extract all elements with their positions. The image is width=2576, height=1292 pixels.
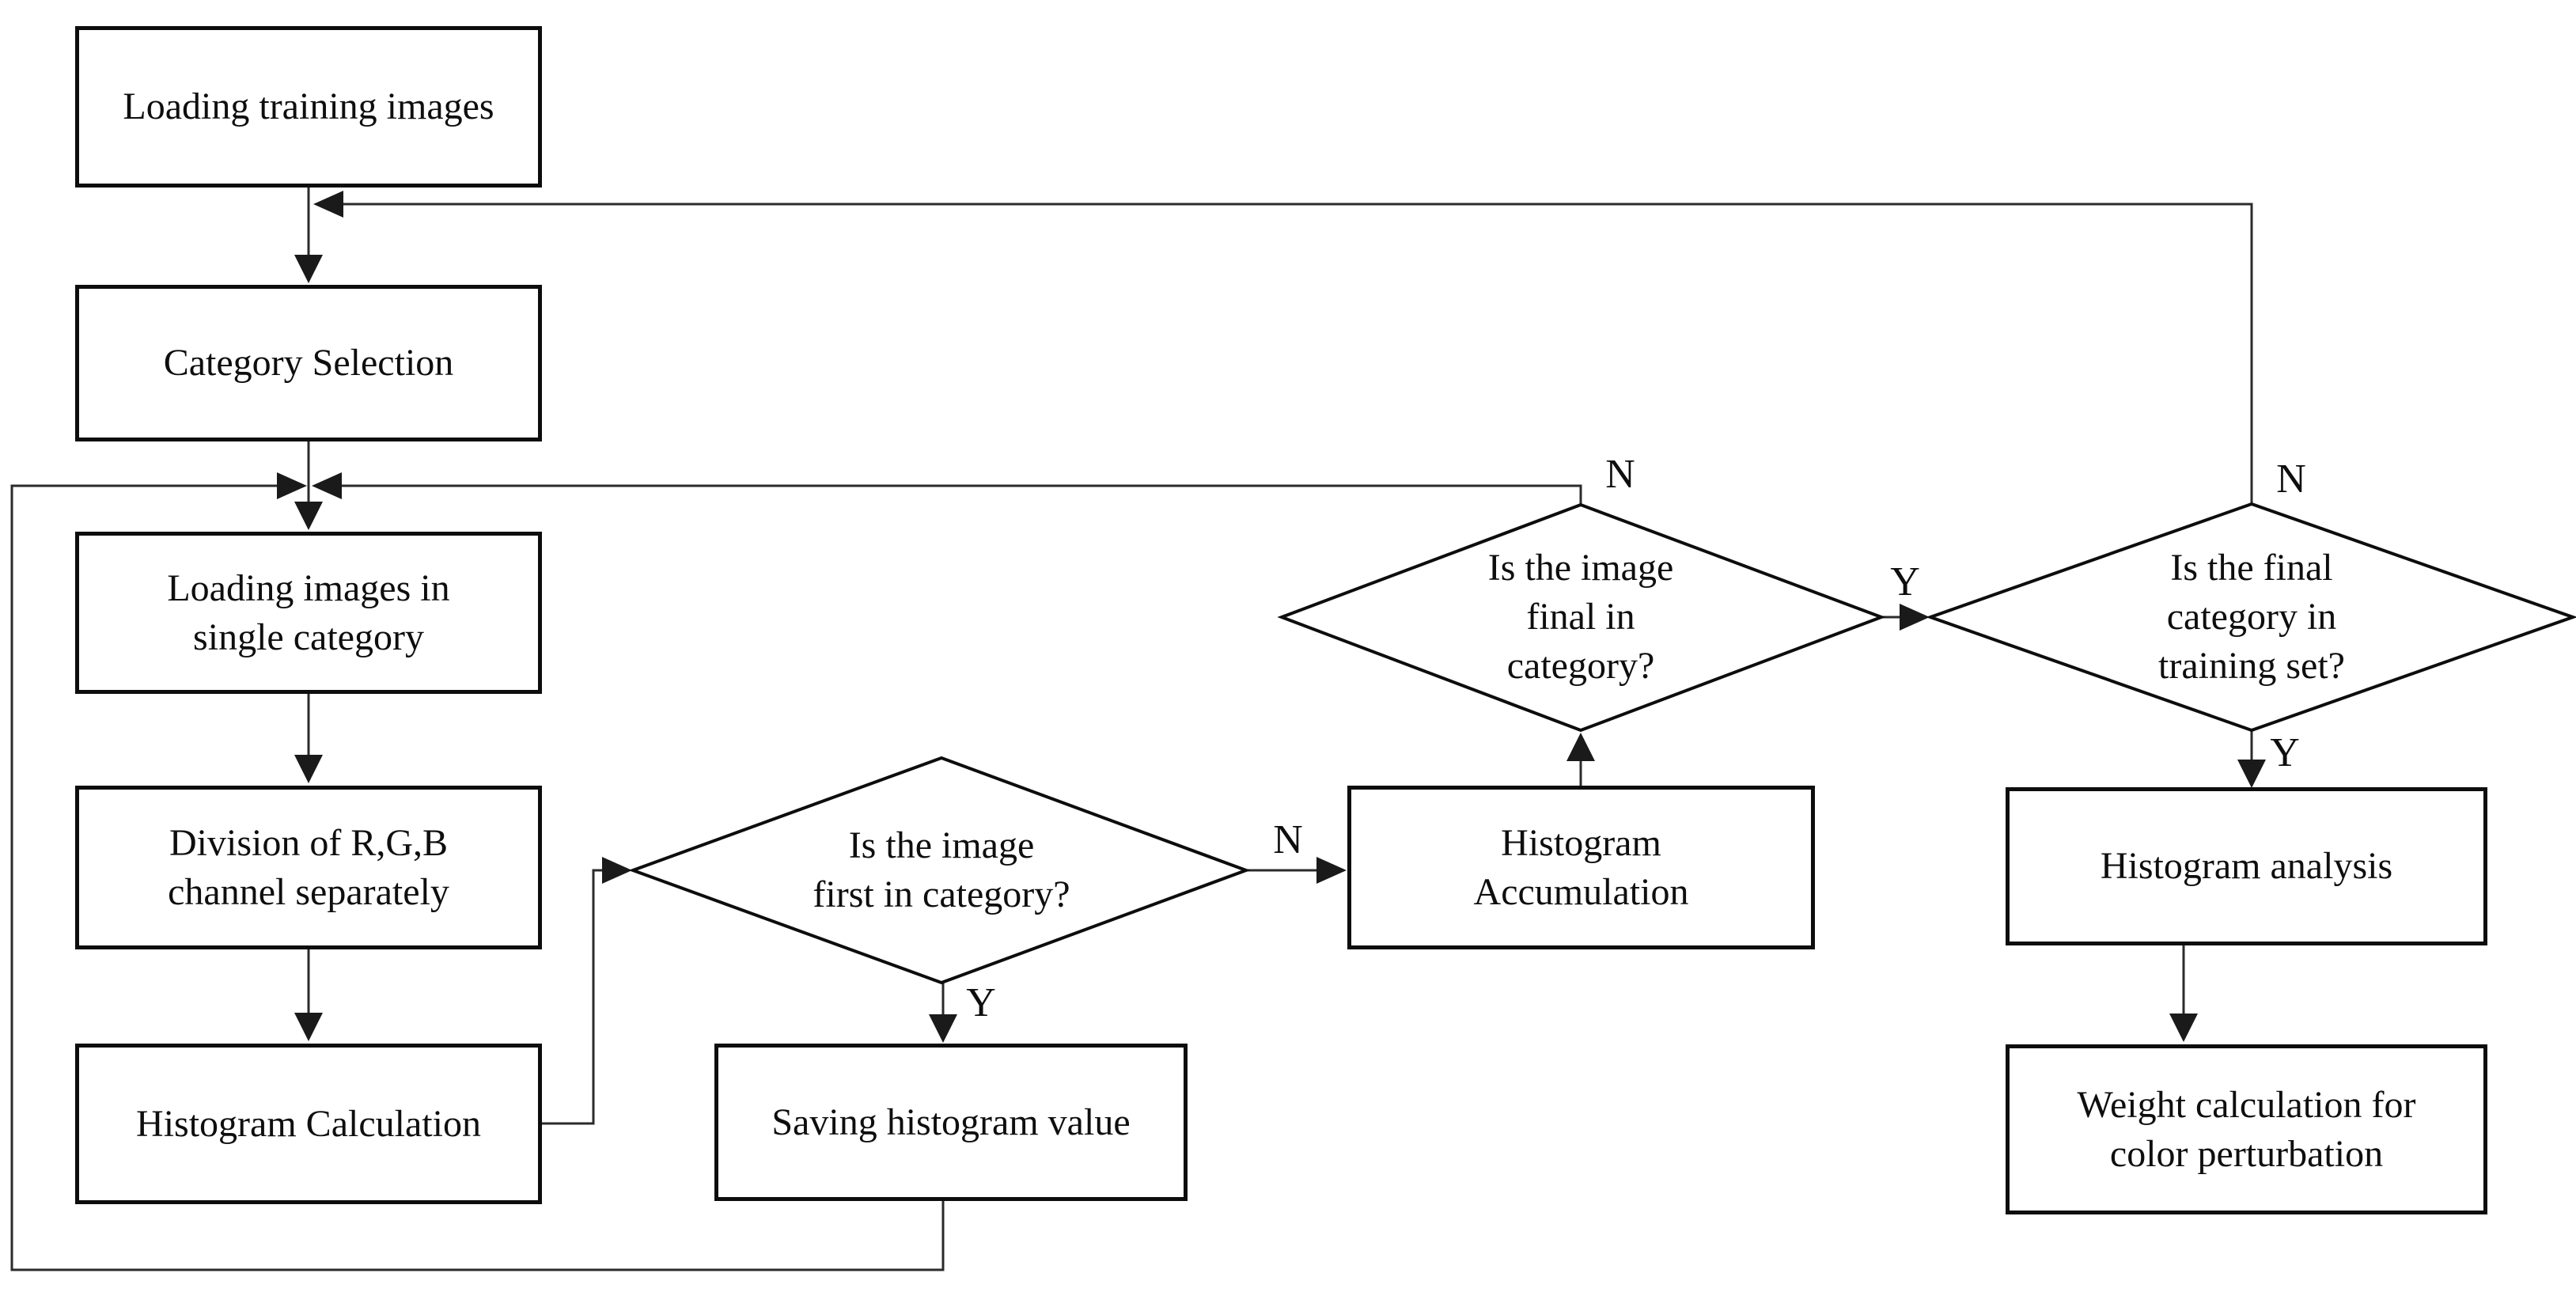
node-loading-training-images: Loading training images bbox=[75, 26, 542, 188]
decision-first-in-category-shape bbox=[628, 756, 1251, 985]
node-histogram-calculation: Histogram Calculation bbox=[75, 1044, 542, 1204]
node-histogram-accumulation: Histogram Accumulation bbox=[1347, 786, 1815, 949]
arrowhead-into-histcalc bbox=[294, 1013, 323, 1041]
arrowhead-into-finalimage bbox=[1566, 733, 1595, 761]
node-weight-calculation: Weight calculation for color perturbatio… bbox=[2006, 1044, 2487, 1214]
arrowhead-finalimage-no bbox=[312, 472, 342, 499]
arrowhead-into-analysis bbox=[2237, 760, 2266, 788]
edge-finalimage-no-line bbox=[342, 484, 1582, 506]
node-division-rgb-channels: Division of R,G,B channel separately bbox=[75, 786, 542, 949]
decision-final-in-category-shape bbox=[1277, 502, 1886, 733]
arrowhead-into-first-diamond bbox=[602, 857, 632, 884]
arrowhead-into-accum bbox=[1316, 857, 1347, 884]
arrowhead-saving-feedback bbox=[277, 472, 307, 499]
edge-saving-feedback-line bbox=[10, 484, 945, 1271]
branch-label-finalimage-yes: Y bbox=[1890, 559, 1920, 604]
arrowhead-into-finalcategory bbox=[1900, 604, 1930, 631]
node-histogram-analysis: Histogram analysis bbox=[2006, 787, 2487, 945]
node-loading-images-single-category: Loading images in single category bbox=[75, 532, 542, 694]
node-category-selection: Category Selection bbox=[75, 285, 542, 441]
branch-label-first-yes: Y bbox=[966, 980, 996, 1025]
arrowhead-into-category bbox=[294, 255, 323, 283]
branch-label-finalimage-no: N bbox=[1605, 452, 1635, 497]
arrowhead-into-saving bbox=[929, 1014, 957, 1043]
branch-label-finalcategory-yes: Y bbox=[2270, 730, 2300, 775]
arrowhead-into-single bbox=[294, 502, 323, 530]
edge-histcalc-to-first-line bbox=[542, 869, 604, 1125]
decision-final-category-training-shape bbox=[1925, 502, 2576, 733]
branch-label-finalcategory-no: N bbox=[2276, 457, 2306, 502]
edge-finalcategory-no-line bbox=[343, 203, 2253, 504]
arrowhead-finalcategory-no bbox=[313, 191, 343, 218]
arrowhead-into-division bbox=[294, 755, 323, 783]
branch-label-first-no: N bbox=[1273, 817, 1303, 862]
node-saving-histogram-value: Saving histogram value bbox=[714, 1044, 1188, 1201]
arrowhead-into-weight bbox=[2169, 1014, 2198, 1042]
